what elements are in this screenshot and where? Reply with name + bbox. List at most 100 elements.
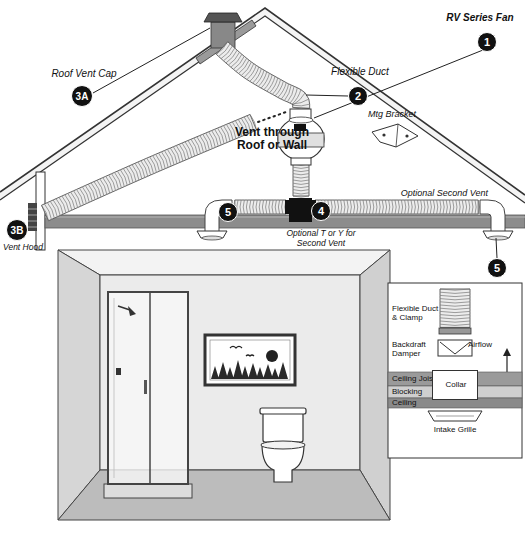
toilet: [260, 408, 306, 482]
duct-coil: [253, 69, 262, 84]
callout-number: 5: [218, 202, 238, 222]
duct-coil: [236, 58, 247, 71]
duct-coil: [293, 196, 309, 197]
duct-coil: [440, 308, 470, 309]
duct-coil: [246, 200, 247, 214]
part-label: Intake Grille: [425, 426, 485, 435]
callout-number: 5: [218, 202, 238, 222]
duct-coil: [221, 46, 232, 59]
duct-coil: [233, 56, 244, 69]
callout-circle: [488, 259, 507, 278]
mounting-bracket: [382, 133, 385, 136]
part-label: Ceiling Joist: [392, 375, 436, 384]
duct-coil: [223, 48, 234, 61]
duct-coil: [281, 84, 288, 99]
duct-coil: [456, 200, 457, 214]
toilet: [263, 412, 303, 442]
duct-coil: [334, 200, 335, 214]
shower-stall: [104, 484, 192, 498]
duct-coil: [255, 70, 264, 85]
callout-circle: [7, 220, 28, 241]
duct-coil: [369, 200, 370, 214]
duct-coil: [449, 200, 450, 214]
leader-line: [306, 95, 348, 96]
vent-hood: [28, 203, 37, 231]
mounting-bracket: [372, 124, 418, 147]
duct-coil: [363, 200, 364, 214]
part-label: Airflow: [468, 341, 508, 350]
part-label: Flexible Duct & Clamp: [392, 305, 442, 323]
leader-line: [93, 28, 210, 93]
shower-stall: [116, 368, 121, 375]
roof-vent-cap: [204, 13, 242, 22]
duct-coil: [292, 90, 301, 105]
callout-circle: [72, 86, 93, 107]
duct-coil: [440, 321, 470, 322]
duct-coil: [275, 81, 283, 96]
duct-coil: [385, 200, 386, 214]
flexible-duct: [440, 289, 470, 329]
part-label: Ceiling: [392, 399, 432, 408]
inset-detail: [506, 354, 507, 374]
part-label: Roof Vent Cap: [42, 68, 126, 79]
vent-hood: [28, 227, 37, 228]
duct-coil: [440, 318, 470, 319]
leader-line: [93, 28, 497, 258]
duct-coil: [440, 302, 470, 303]
bathroom: [58, 250, 390, 275]
duct-coil: [241, 62, 251, 76]
duct-coil: [475, 200, 476, 214]
detail-box: Collar: [432, 370, 478, 400]
callout-number: 2: [348, 86, 368, 106]
duct-coil: [293, 190, 309, 191]
duct-coil: [353, 200, 354, 214]
vent-hood: [28, 209, 37, 210]
duct-coil: [414, 200, 415, 214]
detail-box: Flexible Duct & ClampBackdraft DamperAir…: [388, 283, 522, 458]
duct-coil: [259, 200, 260, 214]
intake-grille: [202, 236, 222, 240]
duct-coil: [272, 79, 280, 94]
part-label: RV Series Fan: [438, 12, 522, 23]
duct-coil: [293, 183, 309, 184]
duct-coil: [373, 200, 374, 214]
inset-detail: [440, 342, 470, 354]
duct-coil: [398, 200, 399, 214]
toilet: [262, 444, 304, 482]
callout-number: 3A: [71, 85, 93, 107]
callout-number: 3B: [6, 219, 28, 241]
part-label: Collar: [433, 381, 479, 390]
duct-coil: [272, 200, 273, 214]
part-label: Flexible Duct: [325, 66, 395, 77]
duct-coil: [462, 200, 463, 214]
duct-coil: [293, 177, 309, 178]
duct-coil: [275, 200, 276, 214]
duct-coil: [440, 299, 470, 300]
duct-coil: [427, 200, 428, 214]
duct-coil: [266, 200, 267, 214]
duct-coil: [401, 200, 402, 214]
roof: [0, 8, 525, 203]
duct-coil: [216, 42, 228, 55]
duct-body: [235, 200, 286, 214]
duct-coil: [243, 200, 244, 214]
duct-coil: [411, 200, 412, 214]
duct-coil: [440, 315, 470, 316]
inset-detail: [438, 340, 472, 356]
duct-body: [440, 289, 470, 327]
duct-coil: [469, 200, 470, 214]
inset-detail: [439, 328, 471, 334]
duct-coil: [417, 200, 418, 214]
wall-picture: [205, 335, 295, 385]
duct-coil: [228, 52, 239, 65]
roof-vent-cap: [211, 22, 235, 48]
inline-fan: [291, 158, 311, 165]
duct-elbow: [480, 200, 505, 232]
duct-coil: [282, 200, 283, 214]
toilet: [260, 408, 306, 414]
duct-coil: [231, 54, 242, 67]
duct-coil: [244, 64, 254, 78]
duct-coil: [264, 75, 272, 90]
roof: [0, 8, 525, 203]
